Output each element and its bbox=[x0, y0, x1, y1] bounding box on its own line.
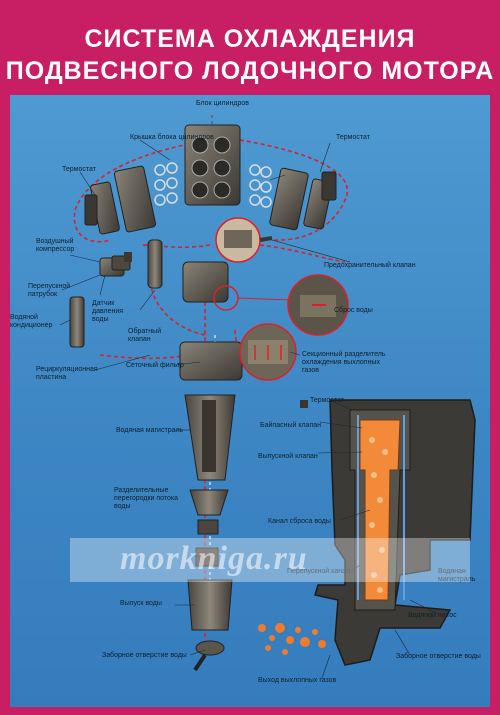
label-check-valve: Обратный клапан bbox=[128, 328, 162, 343]
label-water-discharge: Сброс воды bbox=[334, 307, 373, 314]
label-water-outlet: Выпуск воды bbox=[120, 600, 162, 607]
label-exhaust-outlet: Выход выхлопных газов bbox=[258, 677, 337, 684]
label-intake-right: Заборное отверстие воды bbox=[396, 653, 481, 660]
label-relief-valve: Предохранительный клапан bbox=[324, 262, 416, 269]
label-cylinder-block: Блок цилиндров bbox=[196, 100, 249, 107]
watermark-logo: morkniga.ru bbox=[120, 540, 308, 577]
exhaust-bubbles bbox=[258, 623, 326, 655]
label-air-compressor: Воздушный компрессор bbox=[36, 238, 75, 253]
label-water-main: Водяная магистраль bbox=[116, 427, 184, 434]
label-mesh-filter: Сеточный фильтр bbox=[126, 362, 184, 369]
label-thermostat-motor: Термостат bbox=[310, 397, 344, 404]
label-bypass-pipe: Перепускной патрубок bbox=[28, 283, 71, 298]
label-bypass-valve: Байпасный клапан bbox=[260, 422, 322, 429]
label-intake-left: Заборное отверстие воды bbox=[102, 652, 187, 659]
label-water-pressure-sensor: Датчик давления воды bbox=[92, 300, 124, 323]
label-bypass-channel: Перепускной канал bbox=[287, 568, 351, 575]
motor-cutaway bbox=[300, 399, 476, 666]
label-water-conditioner: Водяной кондиционер bbox=[10, 314, 53, 329]
label-water-pump: Водяной насос bbox=[408, 612, 457, 619]
label-sectional-separator: Секционный разделитель охлаждения выхлоп… bbox=[302, 351, 386, 374]
cylinder-block bbox=[184, 124, 241, 206]
label-discharge-channel: Канал сброса воды bbox=[268, 518, 331, 525]
label-recirculation-plate: Рециркуляционная пластина bbox=[36, 366, 98, 381]
label-outlet-valve: Выпускной клапан bbox=[258, 453, 318, 460]
label-cylinder-head-cover: Крышка блока цилиндров bbox=[130, 134, 214, 141]
watermark-band bbox=[70, 538, 470, 582]
label-thermostat-right: Термостат bbox=[336, 134, 370, 141]
label-thermostat-left: Термостат bbox=[62, 166, 96, 173]
label-flow-partitions: Разделительные перегородки потока воды bbox=[114, 487, 179, 510]
title-line-1: СИСТЕМА ОХЛАЖДЕНИЯ bbox=[84, 25, 416, 53]
label-water-main-motor: Водяная магистраль bbox=[438, 568, 476, 583]
title-line-2: ПОДВЕСНОГО ЛОДОЧНОГО МОТОРА bbox=[5, 57, 495, 85]
